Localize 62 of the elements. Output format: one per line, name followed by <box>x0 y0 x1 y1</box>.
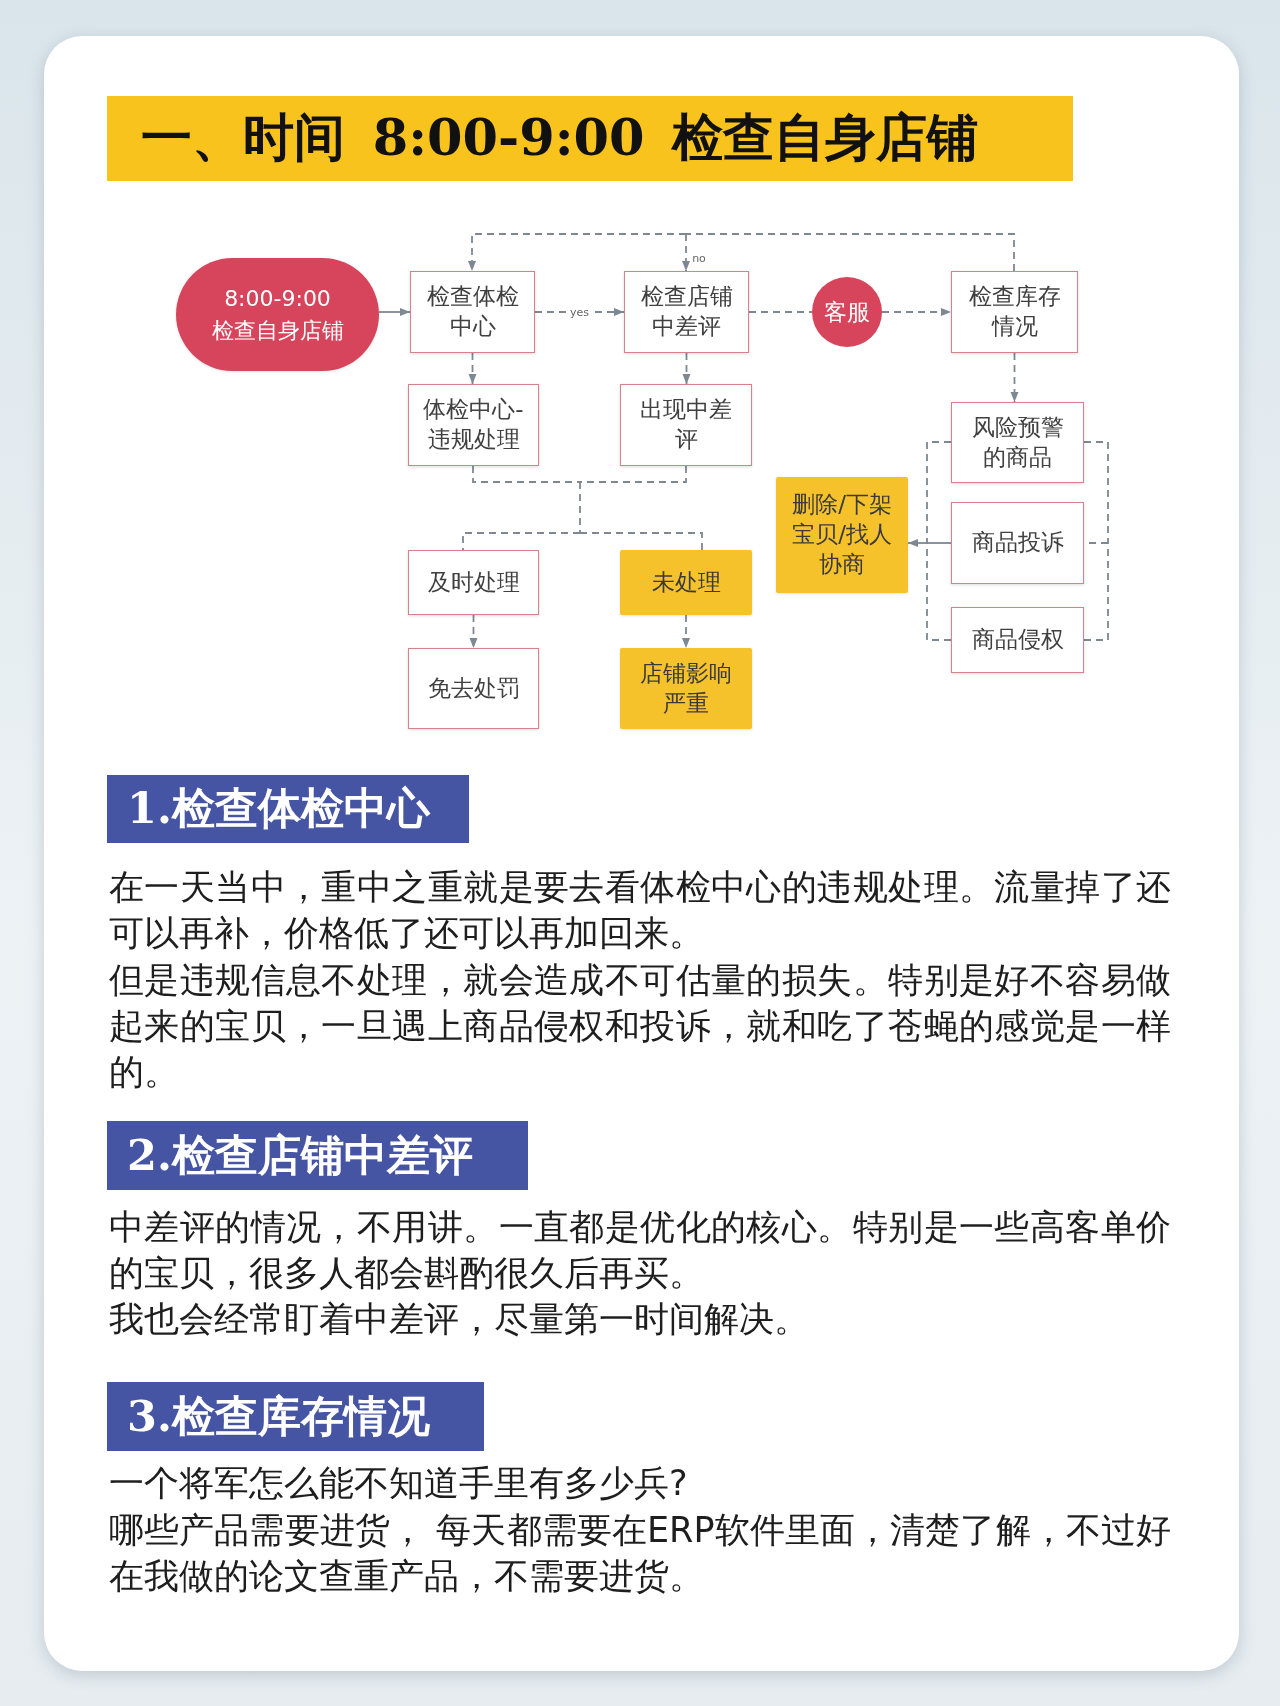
paragraph: 中差评的情况，不用讲。一直都是优化的核心。特别是一些高客单价的宝贝，很多人都会斟酌很久后再买。 <box>109 1206 1171 1295</box>
connector-line <box>748 311 813 313</box>
connector-line <box>685 233 1015 272</box>
section-heading: 2.检查店铺中差评 <box>127 1128 473 1182</box>
node-label: 未处理 <box>651 567 721 597</box>
node-label: 检查体检中心 <box>425 282 520 341</box>
paragraph: 一个将军怎么能不知道手里有多少兵? <box>109 1462 689 1505</box>
node-label: 体检中心-违规处理 <box>422 395 525 454</box>
arrow <box>534 308 625 316</box>
highlight-box <box>620 550 752 615</box>
process-box <box>408 550 539 615</box>
connector-line <box>1083 441 1109 544</box>
process-box <box>951 607 1084 673</box>
section-heading-bar <box>107 775 469 843</box>
arrow <box>682 233 690 272</box>
node-label: 检查自身店铺 <box>211 316 344 345</box>
arrow <box>907 539 928 547</box>
node-label: 删除/下架宝贝/找人协商 <box>791 490 893 579</box>
node-label: 风险预警的商品 <box>970 412 1065 472</box>
node-label: 出现中差评 <box>639 395 733 454</box>
node-label: 检查库存情况 <box>967 282 1062 341</box>
process-box <box>620 384 752 466</box>
process-box <box>951 271 1078 353</box>
node-label: 及时处理 <box>427 567 520 597</box>
node-label: 店铺影响严重 <box>639 658 733 718</box>
highlight-box <box>776 477 908 593</box>
arrow <box>1010 352 1019 403</box>
arrow <box>682 352 691 385</box>
connector-line <box>926 441 952 544</box>
connector-line <box>926 542 952 641</box>
paragraph: 哪些产品需要进货， 每天都需要在ERP软件里面，清楚了解，不过好在我做的论文查重产品，不需要进货。 <box>109 1509 1171 1598</box>
process-box <box>408 648 539 729</box>
node-label: 8:00-9:00 <box>224 284 331 313</box>
node-label: 商品侵权 <box>971 625 1064 655</box>
arrow <box>469 614 478 649</box>
paragraph: 我也会经常盯着中差评，尽量第一时间解决。 <box>109 1298 810 1341</box>
connector-line <box>472 465 581 483</box>
arrow <box>468 352 477 385</box>
section-heading: 1.检查体检中心 <box>127 782 430 835</box>
paragraph: 但是违规信息不处理，就会造成不可估量的损失。特别是好不容易做起来的宝贝，一旦遇上商品侵权和投诉，就和吃了苍蝇的感觉是一样的。 <box>109 959 1171 1094</box>
arrow <box>468 233 687 272</box>
arrow <box>881 308 952 316</box>
node-label: 客服 <box>824 297 870 327</box>
section-heading-bar <box>107 1121 528 1190</box>
process-box <box>624 271 749 353</box>
node-label: 免去处罚 <box>427 673 520 703</box>
process-box <box>951 402 1084 483</box>
process-box <box>951 502 1084 584</box>
section-heading-bar <box>107 1382 484 1451</box>
title-banner: 一、时间 8:00-9:00 检查自身店铺 <box>107 96 1073 181</box>
node-label: 商品投诉 <box>971 528 1064 558</box>
arrow <box>378 308 411 316</box>
connector-line <box>462 532 581 551</box>
paragraph: 在一天当中，重中之重就是要去看体检中心的违规处理。流量掉了还可以再补，价格低了还可以再加回来。 <box>109 866 1171 955</box>
process-box <box>410 271 535 353</box>
connector-line <box>926 542 952 544</box>
section-heading: 3.检查库存情况 <box>127 1389 430 1443</box>
connector-line <box>1083 542 1109 641</box>
arrow <box>682 614 690 649</box>
process-box <box>408 384 539 466</box>
highlight-box <box>620 648 752 729</box>
node-label: 检查店铺中差评 <box>639 282 734 341</box>
